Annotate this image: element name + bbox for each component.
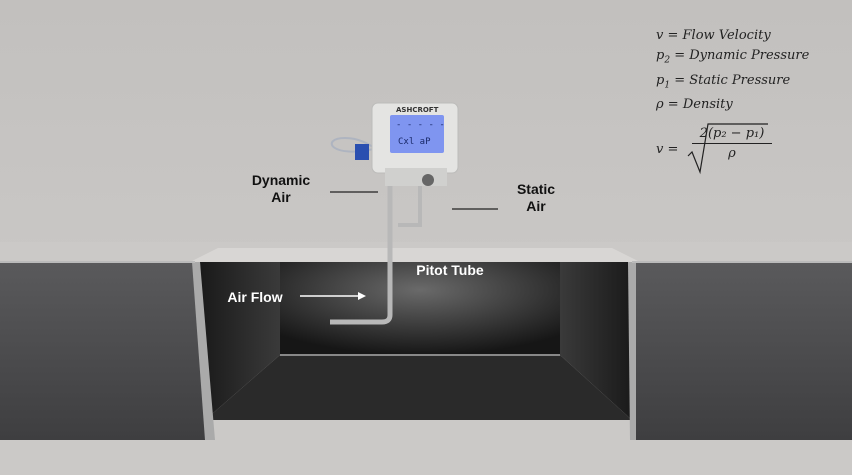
device-brand: ASHCROFT [396, 106, 439, 114]
air-flow-arrow [300, 292, 366, 300]
static-air-line2: Air [526, 198, 546, 214]
pitot-tube-label: Pitot Tube [416, 262, 484, 278]
legend-v: v = Flow Velocity [656, 28, 771, 43]
air-flow-label: Air Flow [227, 289, 283, 305]
formula-lhs: v = [656, 142, 679, 157]
duct [0, 248, 852, 440]
sqrt-sign [687, 123, 768, 175]
legend-p1: p1 = Static Pressure [656, 72, 791, 91]
pressure-transmitter [330, 102, 459, 186]
formula-numerator: 2(p₂ − p₁) [692, 126, 772, 144]
variable-legend: v = Flow Velocity p2 = Dynamic Pressure … [656, 26, 809, 115]
dynamic-air-line1: Dynamic [251, 172, 311, 188]
dynamic-air-label: Dynamic Air [244, 172, 318, 206]
device-screen-line1: - - - - - [396, 120, 445, 130]
legend-p2: p2 = Dynamic Pressure [656, 48, 810, 66]
formula-fraction: 2(p₂ − p₁) ρ [692, 126, 772, 161]
dynamic-air-line2: Air [271, 189, 291, 205]
pitot-tube [330, 175, 422, 325]
legend-rho: ρ = Density [656, 97, 733, 113]
static-air-label: Static Air [506, 181, 566, 215]
device-screen-line2: Cxl aP [398, 137, 431, 147]
static-air-line1: Static [516, 181, 556, 197]
formula-denominator: ρ [728, 146, 736, 161]
